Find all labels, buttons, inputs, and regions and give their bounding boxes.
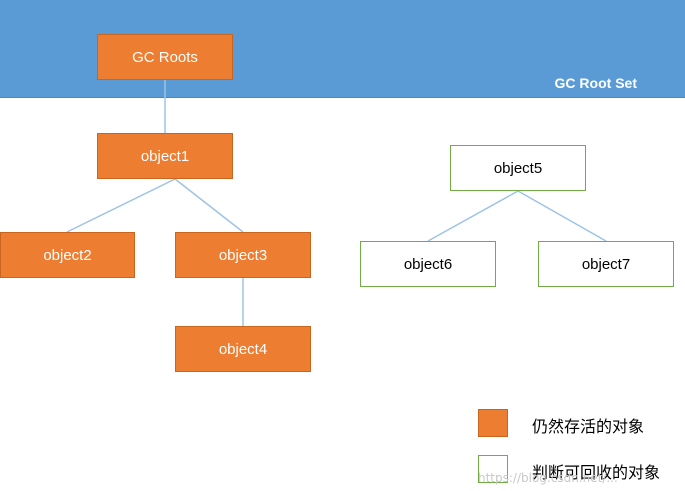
edge-object5-object6	[427, 190, 519, 242]
object2-node: object2	[0, 232, 135, 278]
watermark-text: https://blog.csdn.net/...	[478, 471, 618, 485]
legend-live-swatch	[478, 409, 508, 437]
legend-collectable-swatch	[478, 455, 508, 483]
object7-node: object7	[538, 241, 674, 287]
object4-node: object4	[175, 326, 311, 372]
legend-collectable-label: 判断可回收的对象	[532, 463, 661, 482]
gc-root-set-label: GC Root Set	[554, 75, 637, 91]
legend-live-label: 仍然存活的对象	[532, 417, 645, 436]
object6-node: object6	[360, 241, 496, 287]
object5-node: object5	[450, 145, 586, 191]
object1-node: object1	[97, 133, 233, 179]
edge-object1-object3	[174, 178, 244, 233]
edge-object1-object2	[66, 178, 176, 233]
object3-node: object3	[175, 232, 311, 278]
edge-object5-object7	[517, 190, 607, 242]
gc-roots-node: GC Roots	[97, 34, 233, 80]
